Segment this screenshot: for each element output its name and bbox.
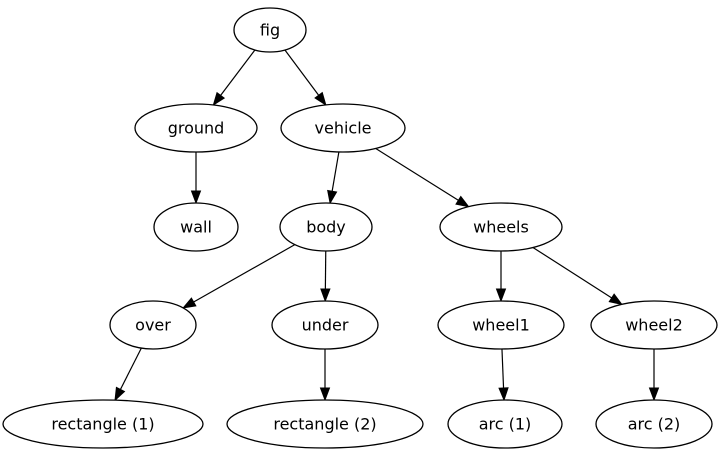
- node-label: ground: [168, 119, 225, 138]
- arrowhead-icon: [455, 195, 470, 208]
- node-wheel1: wheel1: [437, 300, 565, 350]
- edge-line: [331, 151, 340, 194]
- node-label: arc (1): [479, 415, 532, 434]
- edge-line: [191, 244, 296, 304]
- arrowhead-icon: [314, 91, 327, 107]
- arrowhead-icon: [498, 387, 509, 402]
- node-ellipse: [437, 300, 565, 350]
- arrowhead-icon: [190, 190, 202, 205]
- node-wheels: wheels: [439, 202, 563, 252]
- node-ellipse: [590, 300, 718, 350]
- edge-line: [532, 246, 614, 300]
- node-under: under: [271, 300, 379, 350]
- arrowhead-icon: [319, 387, 331, 402]
- edge-vehicle-body: [327, 151, 340, 205]
- edge-wheel1-arc1: [498, 348, 509, 402]
- node-label: wall: [180, 218, 212, 237]
- node-ellipse: [109, 300, 197, 350]
- edge-line: [375, 147, 461, 202]
- edge-fig-vehicle: [284, 49, 327, 107]
- node-arc2: arc (2): [595, 399, 713, 449]
- node-label: rectangle (1): [51, 415, 154, 434]
- arrowhead-icon: [114, 386, 126, 402]
- node-label: body: [306, 218, 346, 237]
- edge-line: [501, 348, 505, 391]
- node-label: over: [135, 316, 171, 335]
- arrowhead-icon: [212, 91, 226, 107]
- arrowhead-icon: [608, 293, 623, 306]
- node-ellipse: [439, 202, 563, 252]
- arrowhead-icon: [181, 297, 197, 309]
- node-label: under: [302, 316, 349, 335]
- node-rect1: rectangle (1): [2, 399, 204, 449]
- node-ellipse: [233, 7, 307, 53]
- node-wheel2: wheel2: [590, 300, 718, 350]
- node-label: wheels: [473, 218, 529, 237]
- arrowhead-icon: [327, 189, 338, 205]
- node-ellipse: [153, 202, 239, 252]
- node-ellipse: [134, 103, 258, 153]
- node-over: over: [109, 300, 197, 350]
- node-ellipse: [271, 300, 379, 350]
- edge-body-under: [320, 250, 331, 303]
- edge-line: [218, 49, 256, 98]
- edge-under-rect2: [319, 349, 331, 402]
- node-ellipse: [2, 399, 204, 449]
- node-label: wheel2: [625, 316, 683, 335]
- node-label: wheel1: [472, 316, 530, 335]
- node-arc1: arc (1): [447, 399, 563, 449]
- edge-over-rect1: [114, 347, 142, 402]
- node-label: rectangle (2): [273, 415, 376, 434]
- node-ellipse: [226, 399, 424, 449]
- node-body: body: [279, 202, 373, 252]
- edge-wheel2-arc2: [648, 349, 660, 402]
- node-wall: wall: [153, 202, 239, 252]
- edge-line: [119, 347, 142, 392]
- node-ellipse: [280, 103, 406, 153]
- edge-wheels-wheel2: [532, 246, 623, 306]
- edge-vehicle-wheels: [375, 147, 470, 208]
- node-rect2: rectangle (2): [226, 399, 424, 449]
- edge-ground-wall: [190, 152, 202, 205]
- node-ellipse: [279, 202, 373, 252]
- node-ellipse: [595, 399, 713, 449]
- node-ground: ground: [134, 103, 258, 153]
- edge-line: [284, 49, 321, 98]
- edge-wheels-wheel1: [495, 251, 507, 303]
- arrowhead-icon: [495, 288, 507, 303]
- node-label: arc (2): [628, 415, 681, 434]
- node-label: fig: [260, 21, 280, 40]
- node-ellipse: [447, 399, 563, 449]
- node-fig: fig: [233, 7, 307, 53]
- arrowhead-icon: [320, 288, 331, 303]
- node-label: vehicle: [315, 119, 372, 138]
- node-vehicle: vehicle: [280, 103, 406, 153]
- arrowhead-icon: [648, 387, 660, 402]
- edge-fig-ground: [212, 49, 256, 107]
- edge-body-over: [181, 244, 296, 309]
